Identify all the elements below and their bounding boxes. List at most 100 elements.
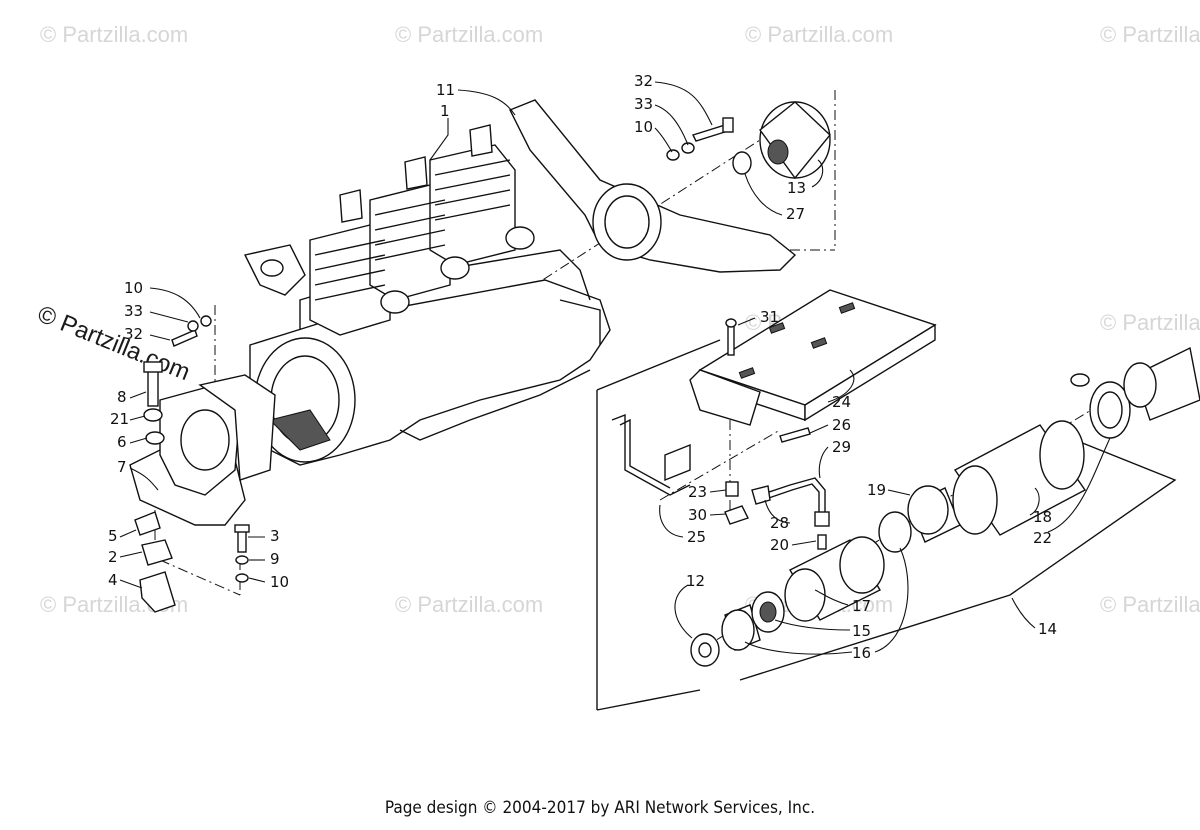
assembly-line [159, 559, 241, 596]
exhaust-port-3 [505, 226, 535, 250]
watermark: © Partzilla.com [395, 22, 543, 47]
leader-6 [129, 437, 148, 444]
assembly-line [659, 429, 781, 501]
part-11-cover [509, 99, 797, 273]
mount-flange [198, 374, 276, 481]
callout-label: 1 [440, 102, 450, 120]
footer-copyright: Page design © 2004-2017 by ARI Network S… [384, 798, 816, 818]
leader-16b [874, 547, 909, 653]
callout-label: 10 [270, 573, 289, 591]
callout-label: 32 [124, 325, 143, 343]
leader-17 [814, 589, 849, 606]
left-fasteners [134, 315, 250, 613]
exhaust-pipe-face [1123, 362, 1157, 408]
callout-label: 14 [1038, 620, 1057, 638]
plate-leg [689, 369, 761, 426]
bolt-32-left [171, 329, 198, 347]
leader-5 [119, 529, 137, 538]
plate-slot [838, 302, 856, 314]
part-13-clutch [759, 101, 831, 180]
callout-label: 2 [108, 548, 118, 566]
washer-6 [145, 431, 165, 445]
leader-lines [119, 81, 1111, 655]
bracket-bar-inner [619, 418, 671, 489]
callout-label: 31 [760, 308, 779, 326]
leader-8 [129, 391, 147, 399]
callout-label: 7 [117, 458, 127, 476]
callout-label: 10 [634, 118, 653, 136]
bolt-8-head [143, 361, 163, 373]
callout-label: 15 [852, 622, 871, 640]
callout-label: 20 [770, 536, 789, 554]
leader-22 [1047, 437, 1111, 533]
callout-label: 16 [852, 644, 871, 662]
clutch-bore [767, 139, 789, 165]
leader-29 [818, 446, 829, 479]
leader-32a [654, 81, 713, 126]
watermark: © Partzilla.com [1100, 592, 1200, 617]
cylinder-group [309, 124, 535, 336]
plate-slot [768, 322, 786, 334]
frame-line [596, 339, 721, 391]
leader-16a [744, 641, 853, 655]
callout-label: 22 [1033, 529, 1052, 547]
washer-10-left [200, 315, 212, 327]
bracket-tab [664, 443, 691, 482]
cooling-fins [434, 159, 511, 221]
washer-12-hole [698, 642, 712, 658]
cylinder-3 [429, 144, 516, 266]
crankcase-lower-edge [399, 369, 591, 441]
leader-1 [429, 118, 449, 161]
watermark: © Partzilla.com [1100, 310, 1200, 335]
leader-31 [737, 317, 756, 326]
leader-33b [149, 311, 189, 323]
exhaust-port-1 [380, 290, 410, 314]
callout-labels: 1 11 32 33 10 13 27 10 33 32 8 21 6 7 5 … [108, 72, 1057, 662]
bolt-8 [147, 367, 159, 407]
fitting-31 [727, 324, 735, 356]
callout-label: 33 [634, 95, 653, 113]
leader-21 [129, 415, 146, 421]
sleeve-19-face [907, 485, 949, 535]
plate-4 [139, 571, 176, 613]
watermark-main: © Partzilla.com [34, 301, 194, 387]
callout-label: 8 [117, 388, 127, 406]
bolt-3-head [234, 524, 250, 533]
callout-label: 5 [108, 527, 118, 545]
frame-line [596, 689, 701, 711]
callout-label: 17 [852, 597, 871, 615]
cover-opening [592, 183, 662, 261]
leader-23 [709, 489, 727, 493]
fitting-30 [724, 505, 749, 525]
leader-7 [129, 467, 159, 491]
callout-label: 33 [124, 302, 143, 320]
leader-30 [709, 513, 727, 516]
bolt-26 [779, 427, 811, 443]
washer-27 [732, 151, 752, 175]
part-7-mount [129, 374, 276, 526]
cooling-fins [374, 199, 446, 261]
frame-line [739, 429, 1177, 681]
callout-label: 30 [688, 506, 707, 524]
leader-14 [1011, 597, 1036, 629]
fitting-31-tip [725, 318, 737, 328]
fittings [724, 318, 830, 550]
bracket-bar [611, 413, 691, 496]
leader-26 [809, 424, 829, 434]
callout-label: 9 [270, 550, 280, 568]
callout-label: 32 [634, 72, 653, 90]
bearing-16-face [721, 609, 755, 651]
leader-13 [811, 159, 824, 188]
callout-label: 13 [787, 179, 806, 197]
callout-label: 28 [770, 514, 789, 532]
cooling-fins [314, 239, 386, 301]
leader-12 [674, 584, 693, 639]
bolt-3 [237, 529, 247, 553]
mount-hole [180, 409, 230, 471]
plate-side [804, 323, 936, 422]
fitting-20 [817, 534, 827, 550]
coupler-17-face [784, 568, 826, 622]
exhaust-port-2 [440, 256, 470, 280]
callout-label: 24 [832, 393, 851, 411]
